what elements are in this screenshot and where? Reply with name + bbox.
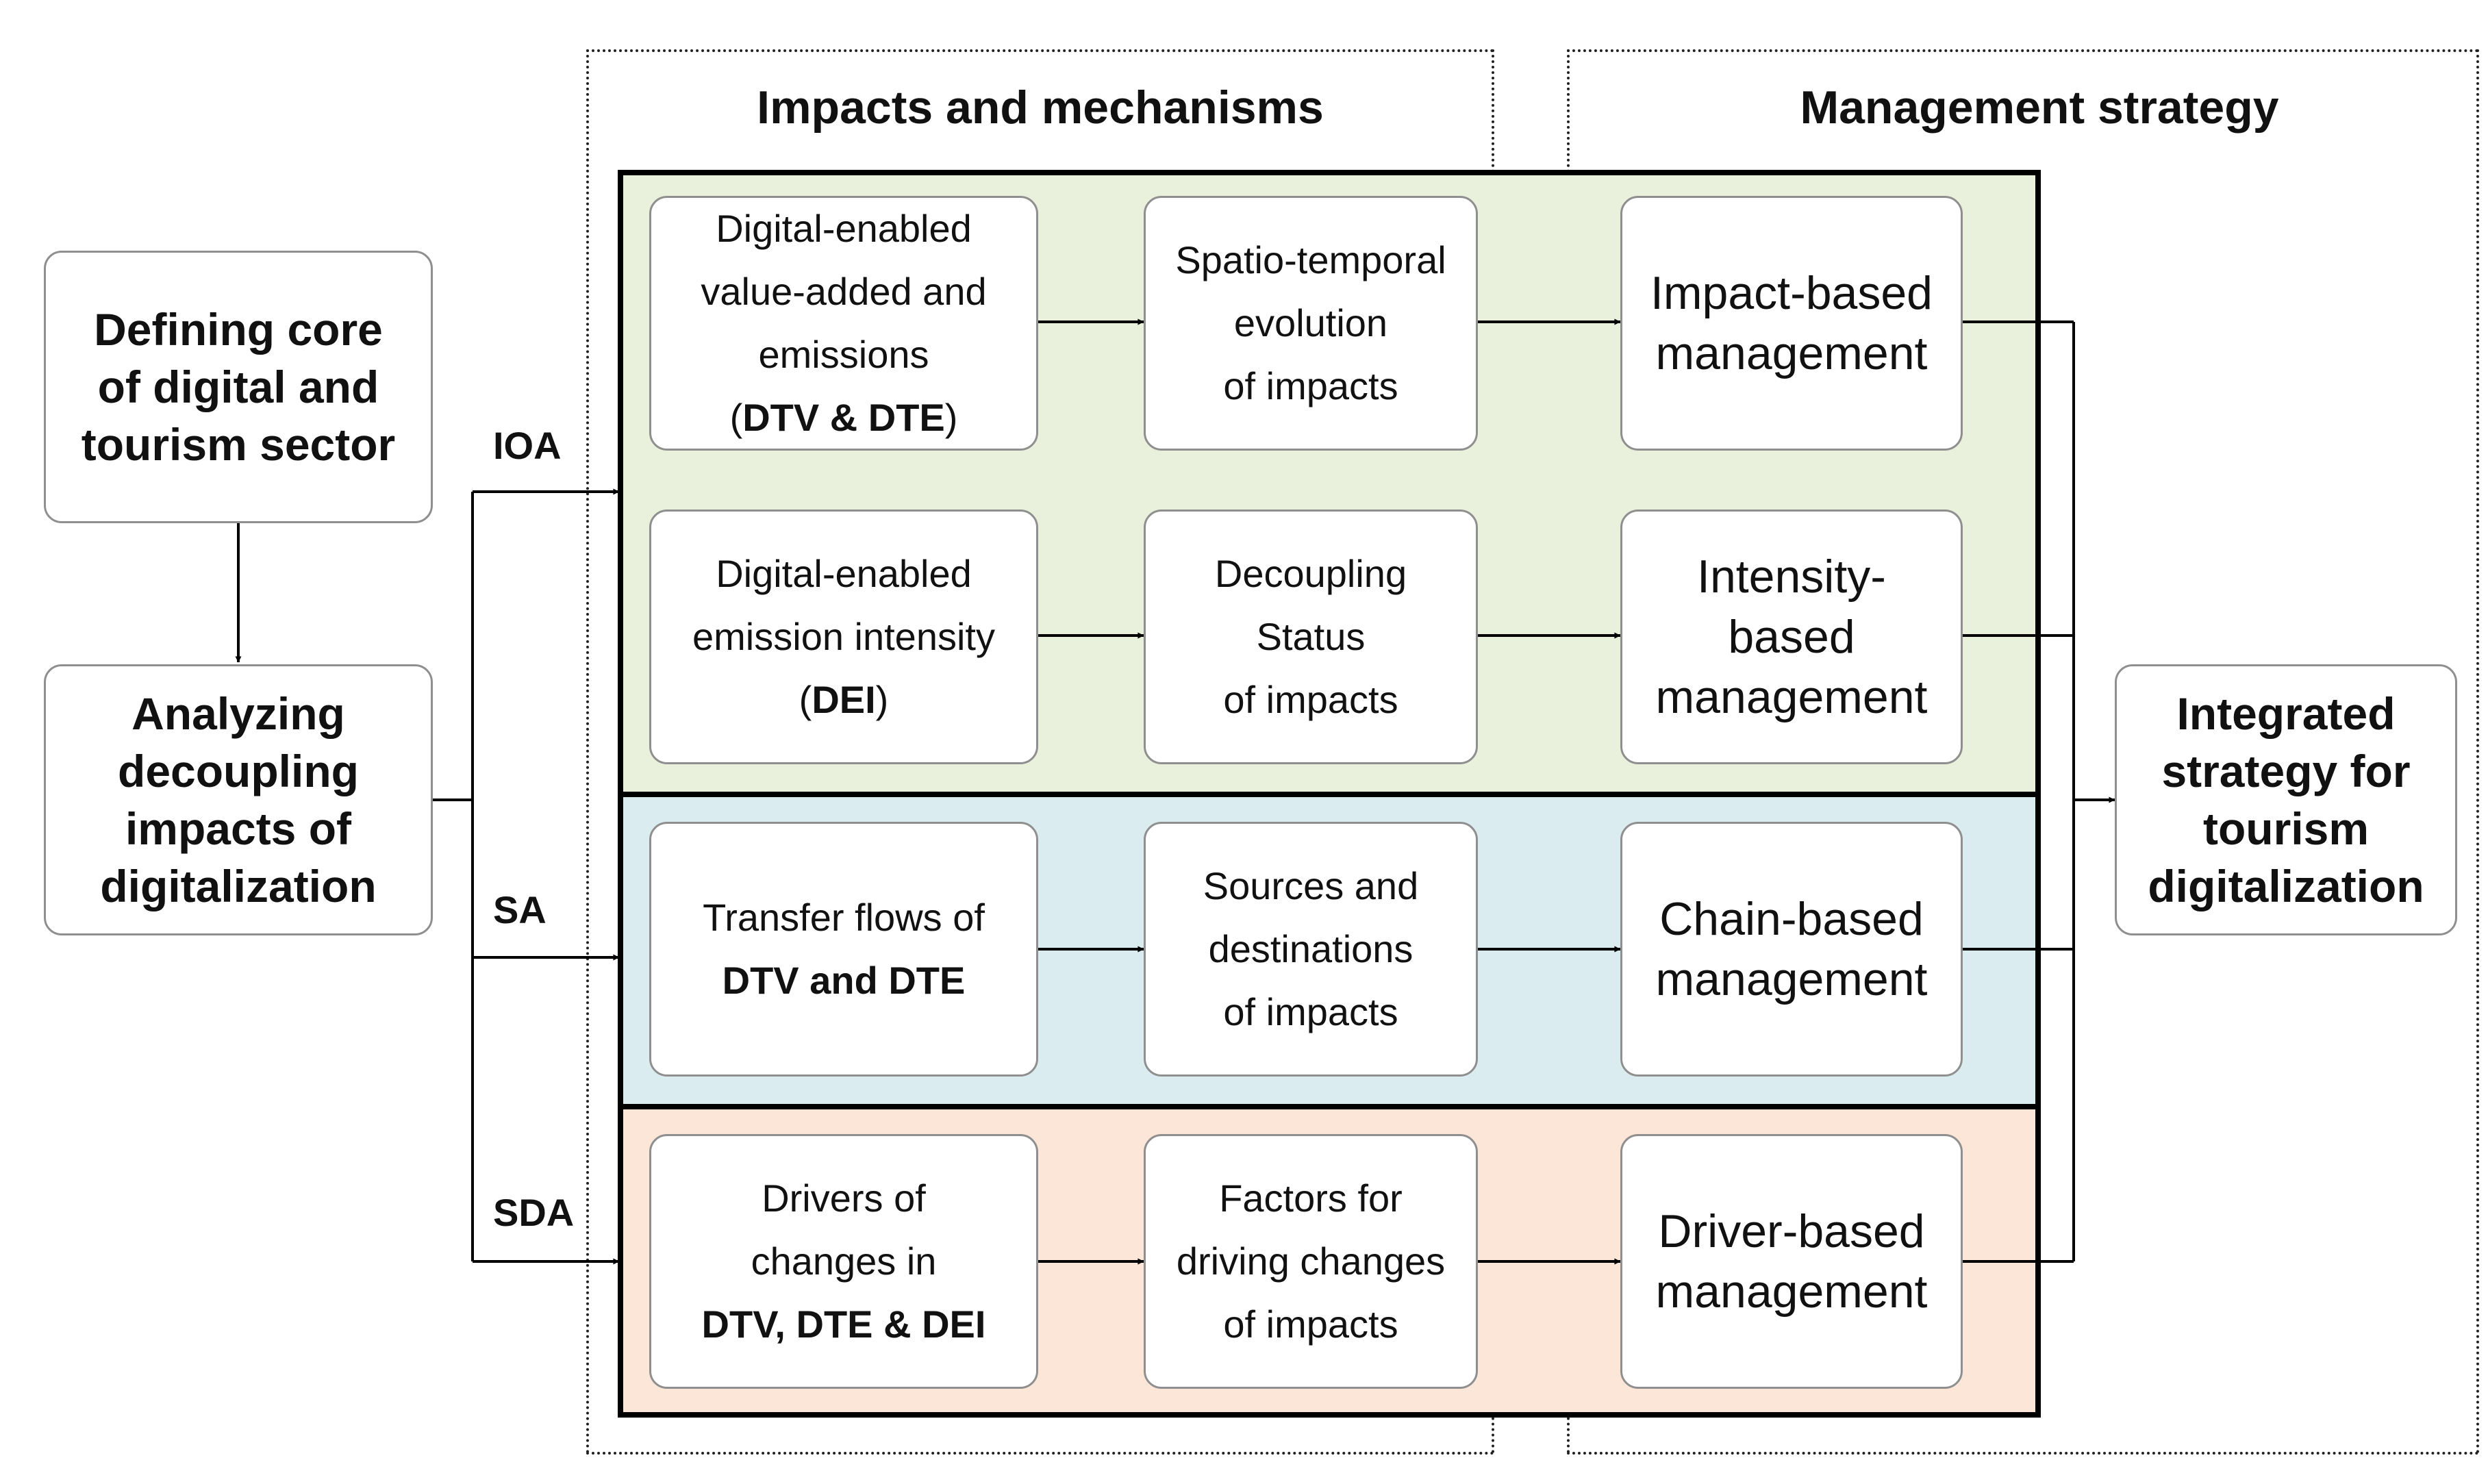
integrated-strategy-box: Integrated strategy for tourism digitali… [2115, 664, 2457, 935]
row2-mechanism-box: Decoupling Status of impacts [1144, 510, 1478, 764]
row1-input-box: Digital-enabled value-added and emission… [649, 196, 1038, 451]
row3-management-box: Chain-based management [1620, 822, 1963, 1077]
row3-mechanism-box: Sources and destinations of impacts [1144, 822, 1478, 1077]
ioa-label: IOA [493, 424, 562, 467]
row2-input-box: Digital-enabled emission intensity (DEI) [649, 510, 1038, 764]
row2-management-box: Intensity- based management [1620, 510, 1963, 764]
row1-mechanism-box: Spatio-temporal evolution of impacts [1144, 196, 1478, 451]
sa-label: SA [493, 888, 546, 931]
define-core-box: Defining core of digital and tourism sec… [44, 251, 433, 523]
sda-label: SDA [493, 1191, 575, 1234]
row4-mechanism-box: Factors for driving changes of impacts [1144, 1134, 1478, 1389]
impacts-heading: Impacts and mechanisms [757, 81, 1324, 134]
management-heading: Management strategy [1800, 81, 2279, 134]
row4-management-box: Driver-based management [1620, 1134, 1963, 1389]
row3-input-box: Transfer flows of DTV and DTE [649, 822, 1038, 1077]
row1-management-box: Impact-based management [1620, 196, 1963, 451]
analyze-decoupling-box: Analyzing decoupling impacts of digitali… [44, 664, 433, 935]
row4-input-box: Drivers of changes in DTV, DTE & DEI [649, 1134, 1038, 1389]
